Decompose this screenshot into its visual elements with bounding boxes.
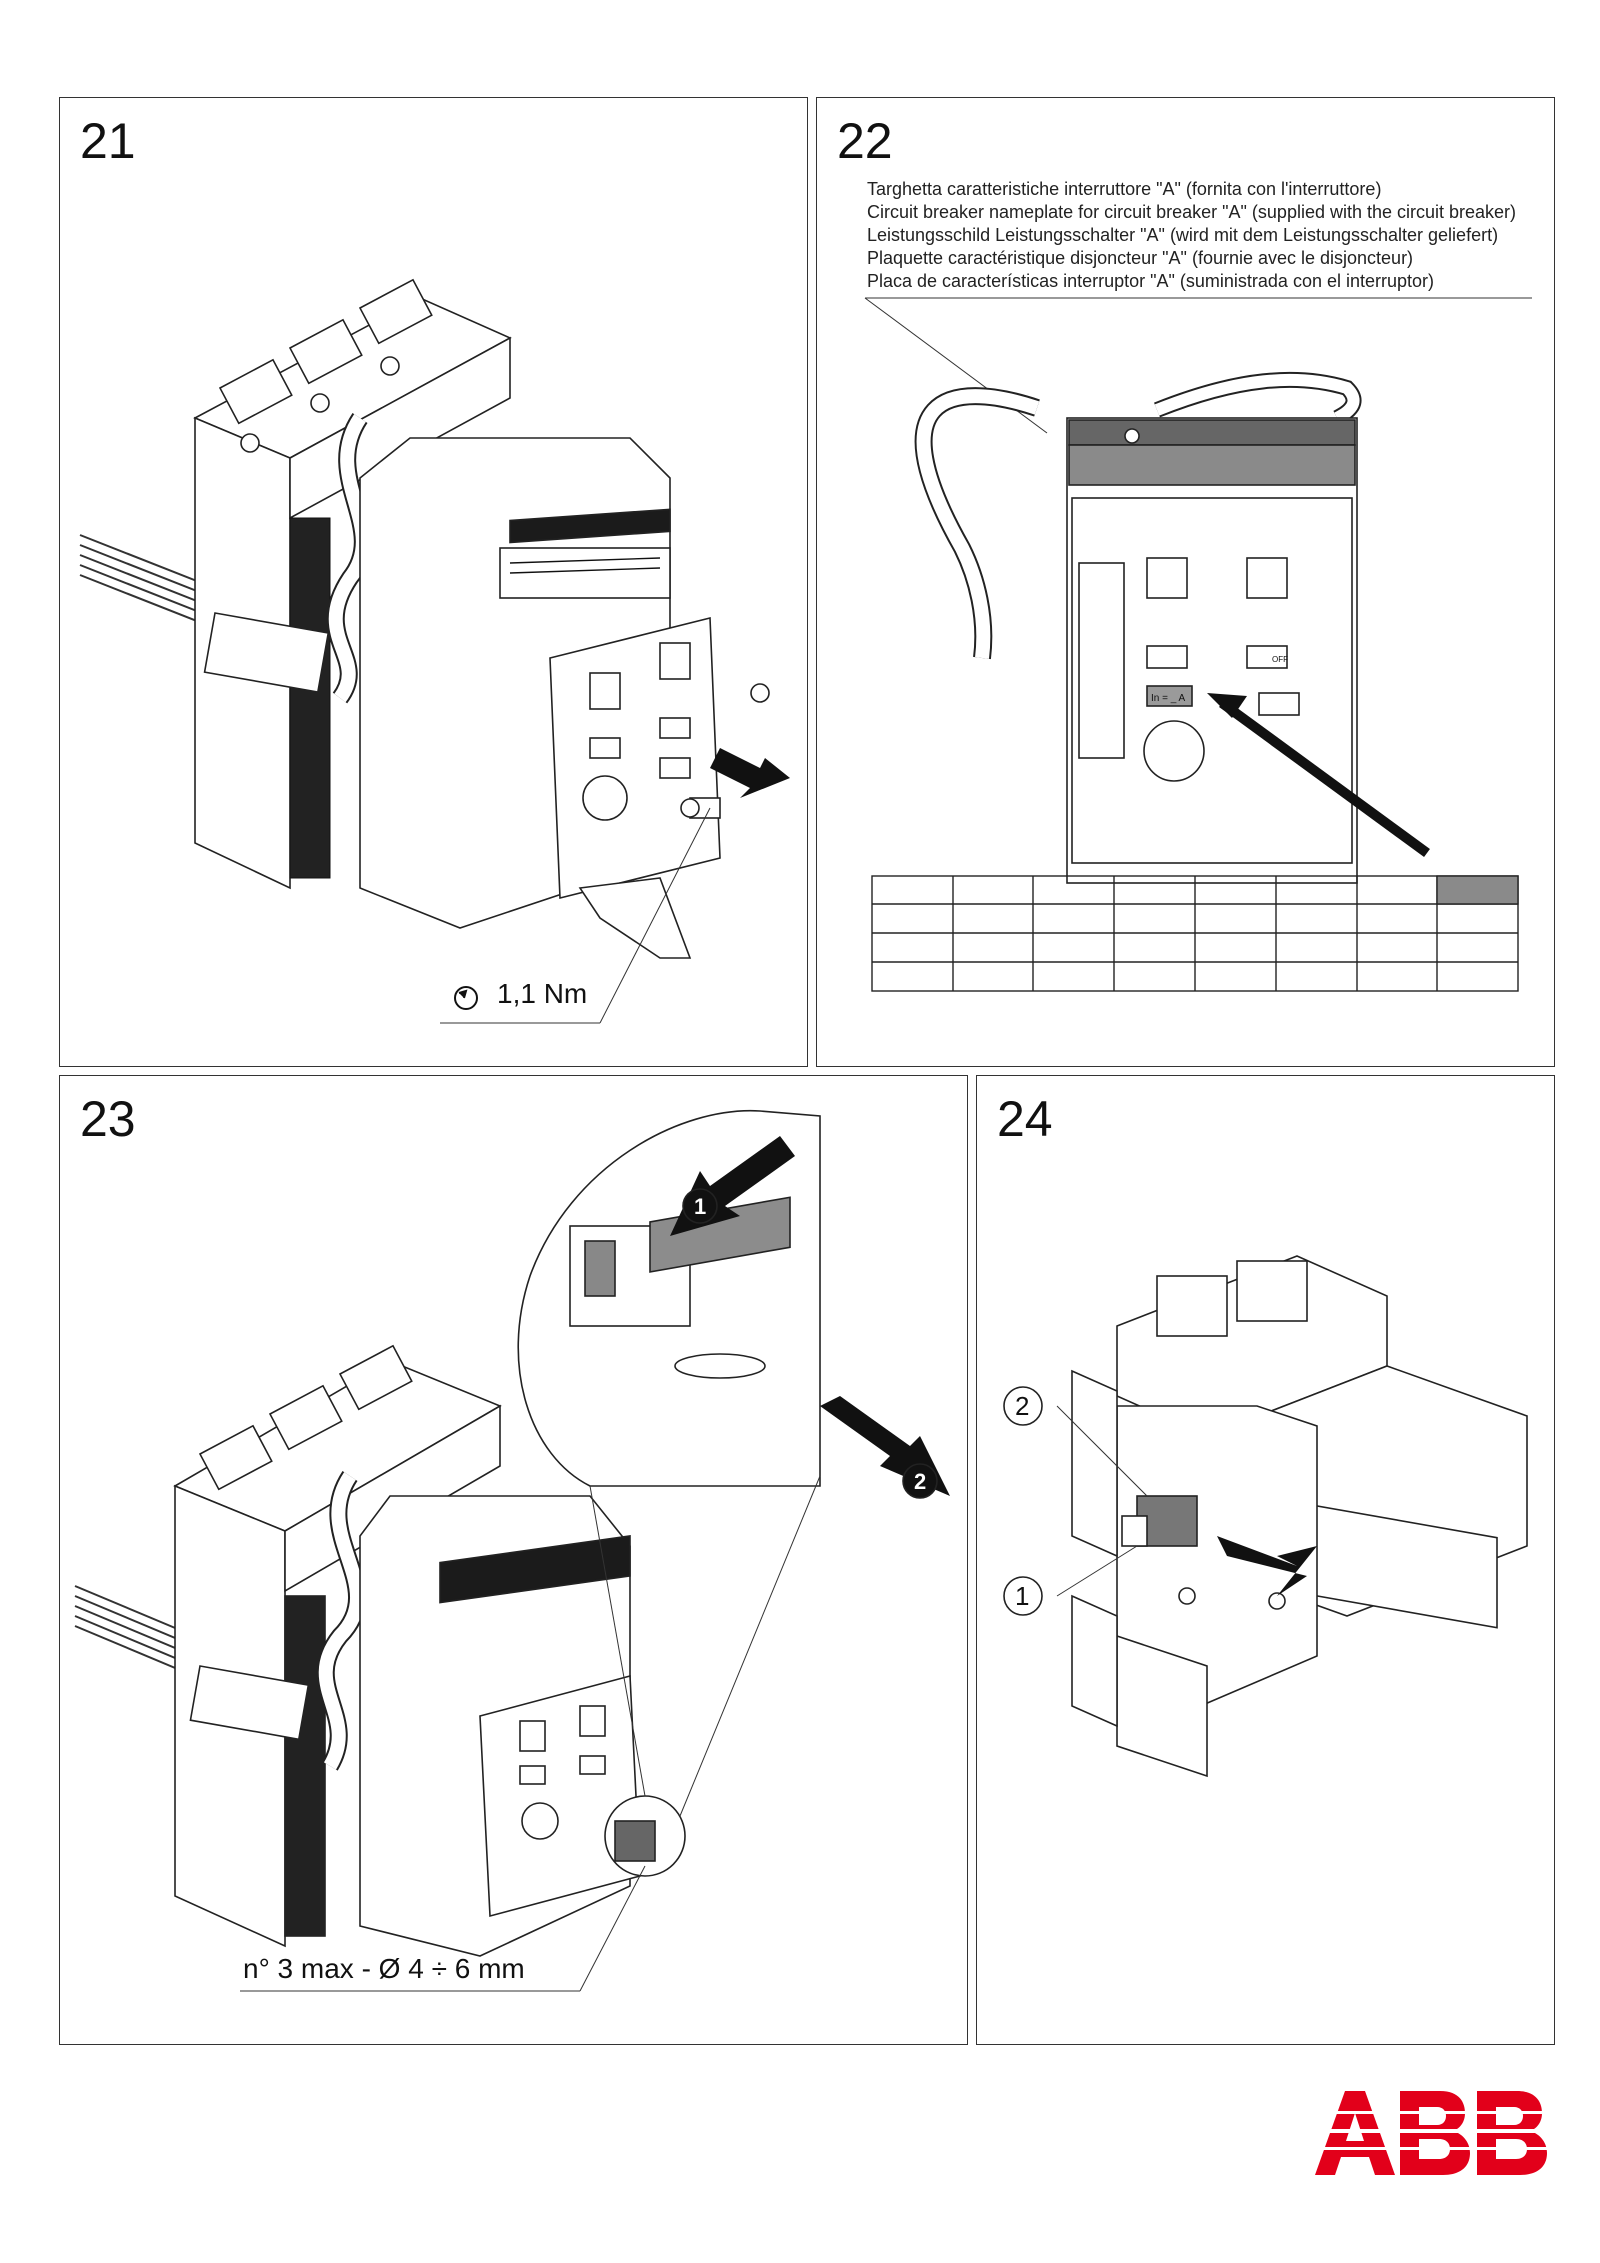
torque-label: 1,1 Nm <box>497 978 588 1009</box>
breaker-installation-drawing <box>79 278 790 1024</box>
panel-22: 22 Targhetta caratteristiche interruttor… <box>816 97 1555 1067</box>
step-1-label: 1 <box>694 1194 706 1219</box>
step-2-label: 2 <box>914 1469 926 1494</box>
caption-en: Circuit breaker nameplate for circuit br… <box>867 202 1517 222</box>
panel-number: 24 <box>997 1091 1053 1147</box>
panel-23: 23 <box>59 1075 968 2045</box>
caption-es: Placa de características interruptor "A"… <box>867 271 1435 291</box>
insert-arrow-icon <box>1217 1536 1317 1596</box>
terminal-cover-drawing: 2 1 <box>1003 1255 1528 1778</box>
panel-number: 21 <box>80 113 136 169</box>
caption-it: Targhetta caratteristiche interruttore "… <box>867 179 1382 199</box>
callout-2-label: 2 <box>1015 1391 1029 1421</box>
panel-number: 22 <box>837 113 893 169</box>
panel-number: 23 <box>80 1091 136 1147</box>
panel-24: 24 2 1 <box>976 1075 1555 2045</box>
nameplate-arrow-icon <box>1207 693 1430 858</box>
insert-arrow-icon <box>710 748 790 798</box>
cable-clamp-drawing: 1 2 <box>74 1109 950 1992</box>
abb-logo <box>1315 2091 1555 2175</box>
nameplate-drawing: In = _ A OFF <box>864 297 1532 992</box>
cable-spec-label: n° 3 max - Ø 4 ÷ 6 mm <box>243 1953 525 1984</box>
callout-1-label: 1 <box>1015 1581 1029 1611</box>
torque-wrench-icon <box>454 986 478 1010</box>
caption-de: Leistungsschild Leistungsschalter "A" (w… <box>867 225 1499 245</box>
rating-table <box>871 875 1519 992</box>
caption-fr: Plaquette caractéristique disjoncteur "A… <box>867 248 1414 268</box>
nameplate-caption: Targhetta caratteristiche interruttore "… <box>867 178 1516 293</box>
panel-21: 21 <box>59 97 808 1067</box>
rated-current-label: In = _ A <box>1151 693 1186 704</box>
off-label: OFF <box>1272 655 1288 664</box>
